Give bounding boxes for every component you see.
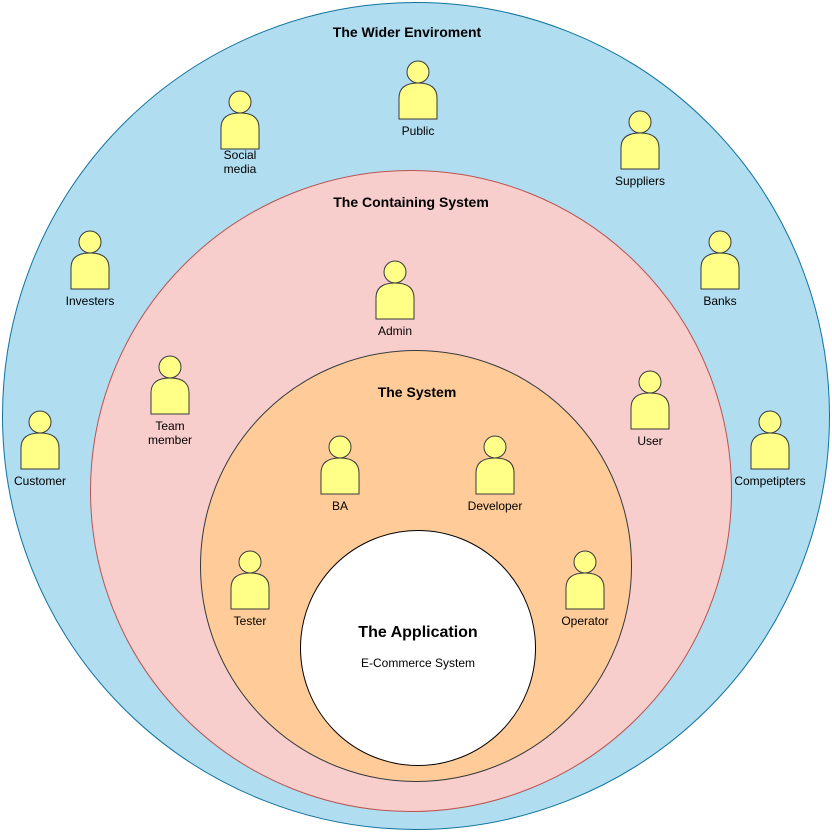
application-subtitle: E-Commerce System [360, 656, 476, 670]
public-actor-icon [398, 60, 438, 120]
customer-label: Customer [13, 474, 67, 488]
social-media-label: Social media [223, 148, 257, 176]
user-label: User [637, 434, 663, 448]
investers-actor-icon [70, 230, 110, 290]
ba-label: BA [331, 499, 349, 513]
admin-label: Admin [377, 324, 413, 338]
developer-actor-icon [475, 435, 515, 495]
operator-actor-icon [565, 550, 605, 610]
application-title: The Application [358, 624, 478, 641]
suppliers-actor-icon [620, 110, 660, 170]
tester-label: Tester [233, 614, 267, 628]
developer-label: Developer [467, 499, 523, 513]
tester-actor-icon [230, 550, 270, 610]
admin-actor-icon [375, 260, 415, 320]
competitors-actor-icon [750, 410, 790, 470]
wider-environment-title: The Wider Enviroment [332, 24, 482, 40]
containing-system-title: The Containing System [333, 194, 489, 210]
banks-actor-icon [700, 230, 740, 290]
ba-actor-icon [320, 435, 360, 495]
suppliers-label: Suppliers [614, 174, 666, 188]
team-member-label: Team member [147, 419, 193, 447]
investers-label: Investers [65, 294, 115, 308]
user-actor-icon [630, 370, 670, 430]
customer-actor-icon [20, 410, 60, 470]
application-ring [300, 530, 536, 766]
banks-label: Banks [703, 294, 737, 308]
team-member-actor-icon [150, 355, 190, 415]
system-title: The System [377, 384, 457, 400]
operator-label: Operator [561, 614, 609, 628]
competitors-label: Competipters [734, 474, 806, 488]
public-label: Public [401, 124, 435, 138]
social-media-actor-icon [220, 90, 260, 150]
